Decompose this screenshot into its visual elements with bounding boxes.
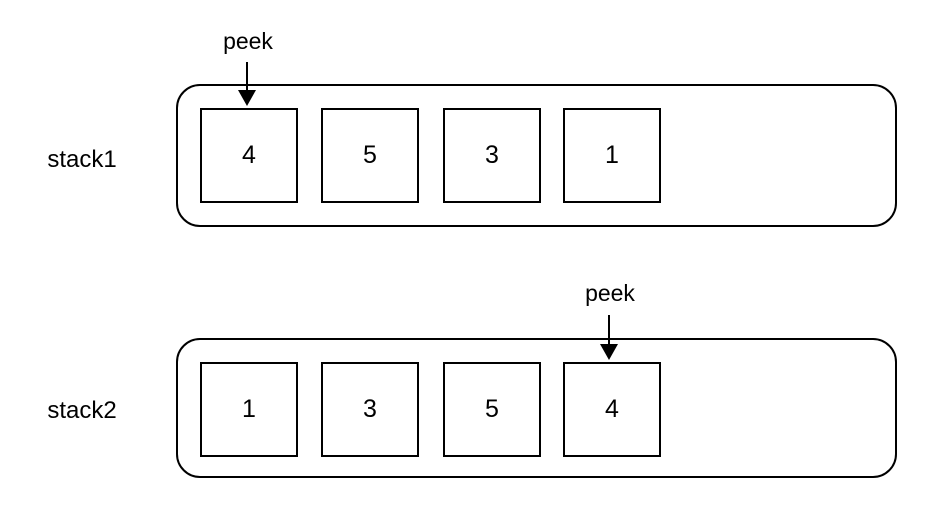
stack2-cell-0: 1 bbox=[200, 362, 298, 457]
stack1-cell-0: 4 bbox=[200, 108, 298, 203]
stack1-peek-arrow-shaft bbox=[246, 62, 248, 92]
stack1-label: stack1 bbox=[47, 146, 117, 173]
stack1-cell-2: 3 bbox=[443, 108, 541, 203]
stack1-peek-label: peek bbox=[223, 28, 273, 54]
stack2-cell-3: 4 bbox=[563, 362, 661, 457]
stack1-cell-1: 5 bbox=[321, 108, 419, 203]
stack2-peek-label: peek bbox=[585, 280, 635, 306]
stack2-cell-1: 3 bbox=[321, 362, 419, 457]
stack2-peek-arrow-shaft bbox=[608, 315, 610, 345]
stack1-cell-3: 1 bbox=[563, 108, 661, 203]
stack2-cell-2: 5 bbox=[443, 362, 541, 457]
stack2-peek-arrow-head-icon bbox=[600, 344, 618, 360]
stack2-label: stack2 bbox=[47, 397, 117, 424]
stack1-peek-arrow-head-icon bbox=[238, 90, 256, 106]
